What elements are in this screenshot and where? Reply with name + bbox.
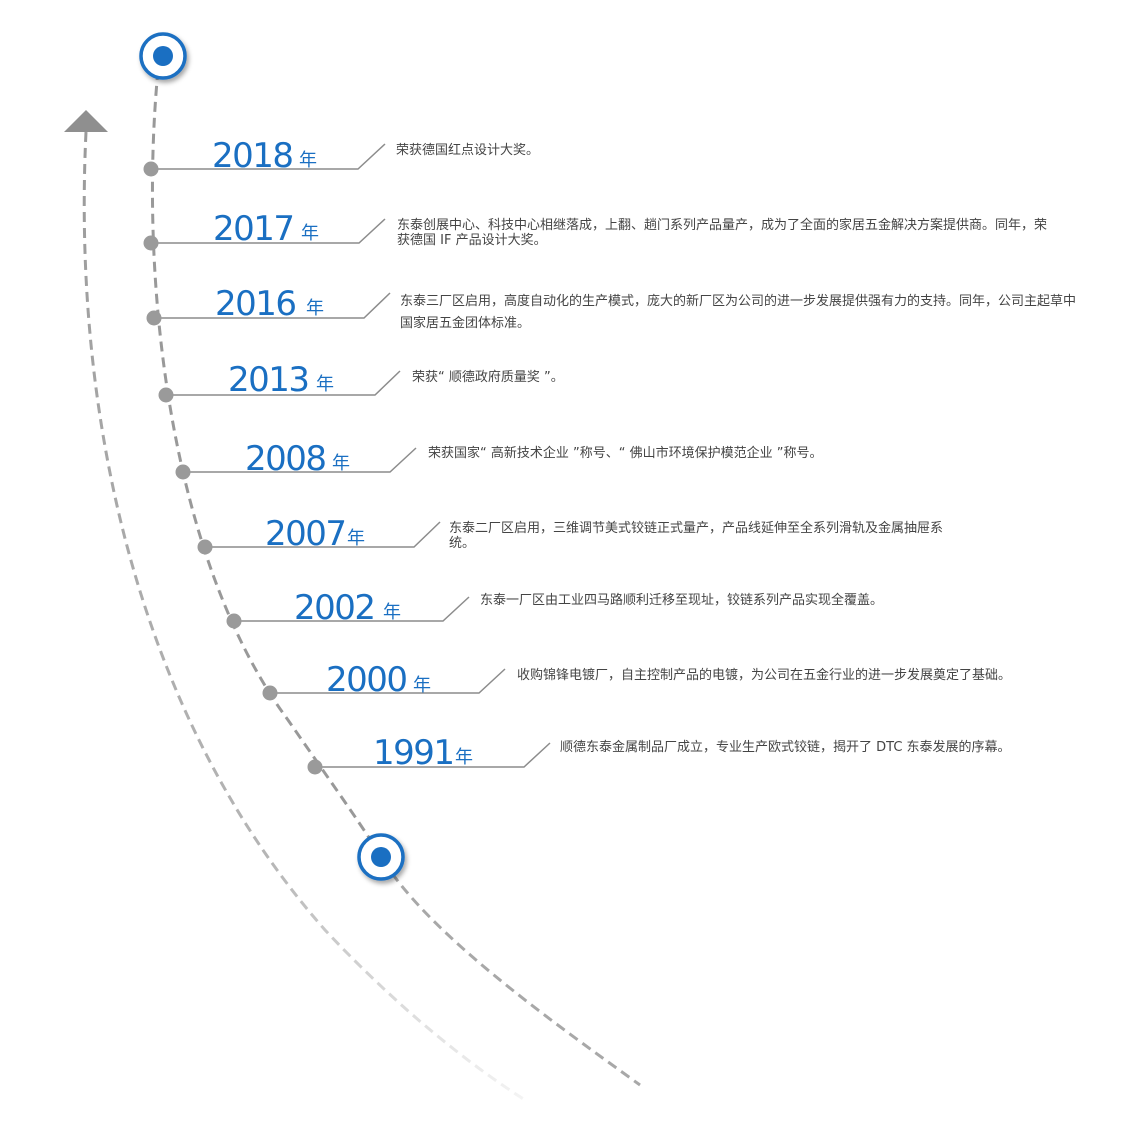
timeline-main-line bbox=[150, 69, 385, 861]
year-unit-2000: 年 bbox=[413, 675, 431, 696]
year-node-1991 bbox=[307, 759, 323, 775]
year-label-2002: 2002 bbox=[294, 588, 376, 628]
year-label-2008: 2008 bbox=[245, 439, 327, 479]
year-unit-2008: 年 bbox=[332, 453, 350, 474]
leader-line-2008 bbox=[183, 447, 417, 473]
year-node-2017 bbox=[143, 235, 159, 251]
year-label-2016: 2016 bbox=[215, 284, 297, 324]
year-label-2017: 2017 bbox=[213, 209, 295, 249]
target-icon-top bbox=[139, 32, 187, 80]
year-unit-1991: 年 bbox=[455, 747, 473, 768]
arrow-up-icon bbox=[64, 110, 108, 132]
year-leader-lines bbox=[151, 143, 551, 768]
year-node-2007 bbox=[197, 539, 213, 555]
event-desc-2013: 荣获“ 顺德政府质量奖 ”。 bbox=[412, 370, 564, 385]
history-arrow-line bbox=[82, 131, 526, 1102]
year-node-2002 bbox=[226, 613, 242, 629]
event-desc-2007: 东泰二厂区启用，三维调节美式铰链正式量产，产品线延伸至全系列滑轨及金属抽屉系统。 bbox=[449, 521, 944, 551]
year-label-1991: 1991 bbox=[373, 733, 455, 773]
year-node-2016 bbox=[146, 310, 162, 326]
year-node-2008 bbox=[175, 464, 191, 480]
event-desc-1991: 顺德东泰金属制品厂成立，专业生产欧式铰链，揭开了 DTC 东泰发展的序幕。 bbox=[560, 740, 1011, 755]
year-unit-2013: 年 bbox=[316, 374, 334, 395]
event-desc-2008: 荣获国家“ 高新技术企业 ”称号、“ 佛山市环境保护模范企业 ”称号。 bbox=[428, 446, 823, 461]
leader-line-2007 bbox=[205, 521, 441, 548]
year-node-2000 bbox=[262, 685, 278, 701]
year-unit-2018: 年 bbox=[299, 150, 317, 171]
leader-line-2016 bbox=[154, 292, 391, 319]
year-label-2000: 2000 bbox=[326, 660, 408, 700]
leader-line-2017 bbox=[151, 218, 386, 244]
year-label-2013: 2013 bbox=[228, 360, 310, 400]
year-nodes bbox=[143, 161, 323, 775]
year-unit-2007: 年 bbox=[347, 528, 365, 549]
year-label-2018: 2018 bbox=[212, 136, 294, 176]
event-desc-2000: 收购锦锋电镀厂，自主控制产品的电镀，为公司在五金行业的进一步发展奠定了基础。 bbox=[517, 668, 1012, 683]
leader-line-2018 bbox=[151, 143, 386, 170]
event-desc-2018: 荣获德国红点设计大奖。 bbox=[396, 143, 540, 158]
year-unit-2016: 年 bbox=[306, 298, 324, 319]
event-desc-2002: 东泰一厂区由工业四马路顺利迁移至现址，铰链系列产品实现全覆盖。 bbox=[480, 593, 884, 608]
target-icon-bottom bbox=[357, 833, 405, 881]
event-desc-2017: 东泰创展中心、科技中心相继落成，上翻、趟门系列产品量产，成为了全面的家居五金解决… bbox=[397, 218, 1048, 248]
leader-line-2002 bbox=[234, 596, 470, 622]
leader-line-2000 bbox=[270, 668, 506, 694]
year-node-2013 bbox=[158, 387, 174, 403]
leader-line-2013 bbox=[166, 370, 401, 396]
event-desc-2016: 东泰三厂区启用，高度自动化的生产模式，庞大的新厂区为公司的进一步发展提供强有力的… bbox=[400, 294, 1077, 331]
leader-line-1991 bbox=[315, 742, 551, 768]
year-unit-2017: 年 bbox=[301, 223, 319, 244]
year-label-2007: 2007 bbox=[265, 514, 347, 554]
year-node-2018 bbox=[143, 161, 159, 177]
year-unit-2002: 年 bbox=[383, 602, 401, 623]
timeline-tail-line bbox=[381, 859, 641, 1087]
